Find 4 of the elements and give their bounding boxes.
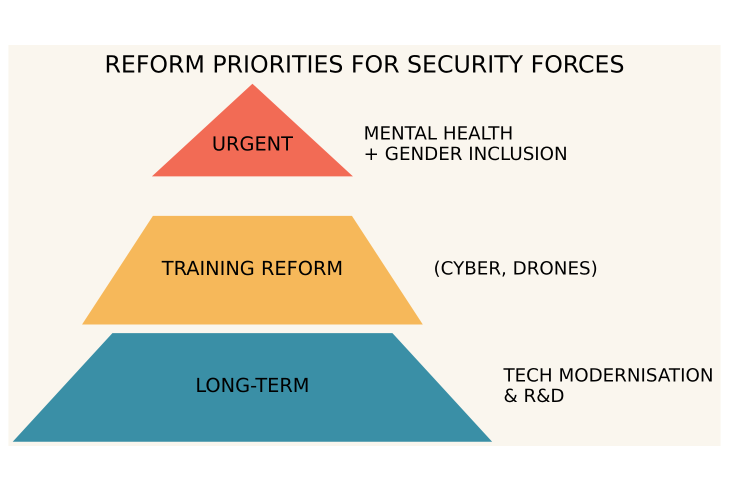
node-label: (CYBER, DRONES)	[434, 258, 598, 280]
node-label: TECH MODERNISATION & R&D	[503, 365, 714, 407]
diagram-title: REFORM PRIORITIES FOR SECURITY FORCES	[104, 50, 625, 78]
node-label: MENTAL HEALTH + GENDER INCLUSION	[364, 123, 568, 165]
